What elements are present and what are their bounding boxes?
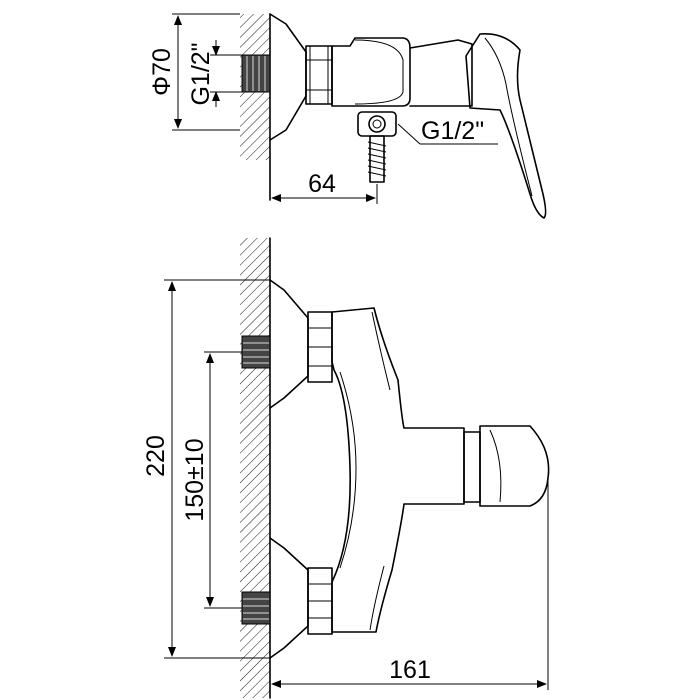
escutcheon-lower [269, 537, 309, 659]
hose-connector-top [367, 135, 387, 183]
cartridge-front [463, 431, 481, 503]
cartridge-top [409, 39, 473, 107]
height-label: 220 [142, 435, 170, 477]
escutcheon-top [269, 13, 307, 141]
depth-label: 64 [308, 170, 336, 198]
escutcheon-upper [269, 279, 309, 409]
width-label: 161 [389, 656, 431, 684]
inlet-thread-top [241, 54, 271, 93]
lever-handle-top [465, 33, 547, 219]
front-view: 220 150±10 161 [142, 237, 550, 699]
mixer-body-front [331, 307, 465, 633]
centers-label: 150±10 [181, 438, 209, 521]
inlet-thread-label: G1/2" [187, 42, 215, 105]
outlet-thread-label: G1/2" [421, 117, 484, 145]
diameter-label: Φ70 [148, 48, 176, 96]
side-view: Φ70 G1/2" G1/2" 64 [148, 13, 547, 219]
mixer-body-top [331, 37, 411, 107]
wall-hatch-front [240, 238, 270, 698]
lever-handle-front [479, 425, 550, 507]
